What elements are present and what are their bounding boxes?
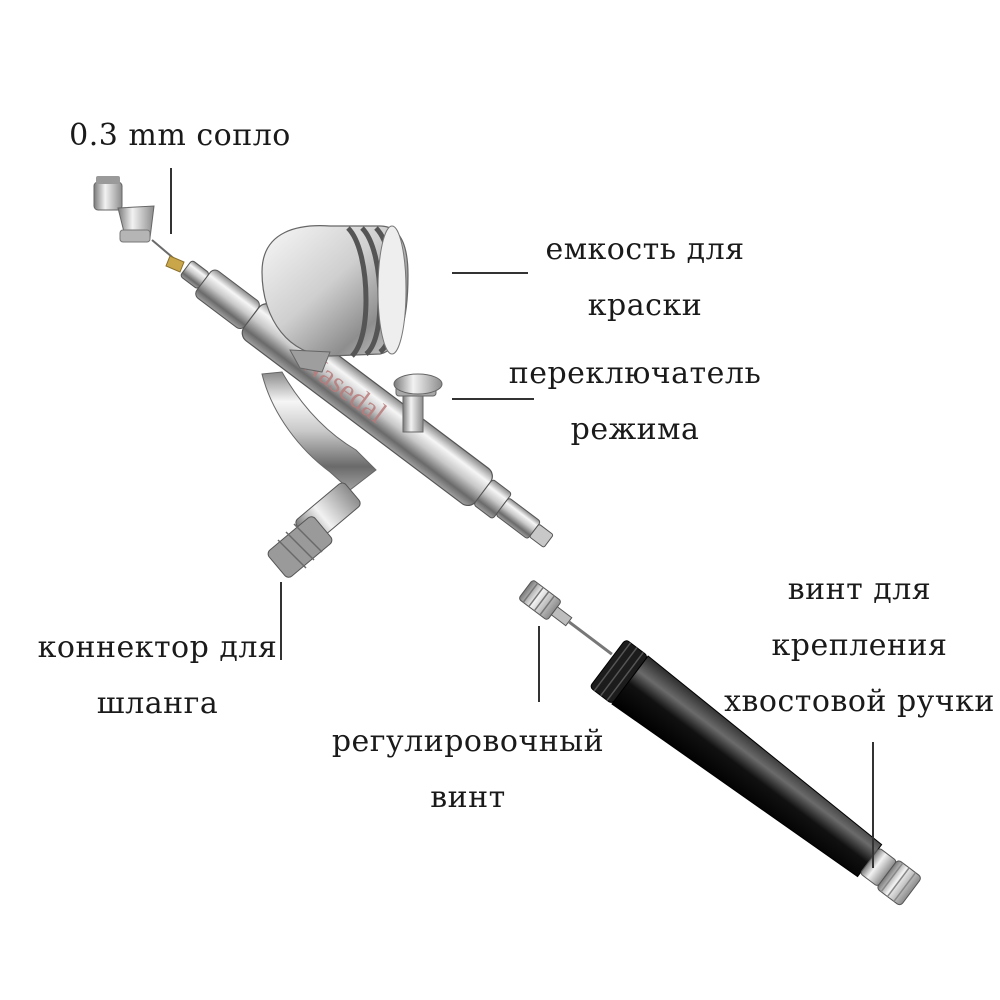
- label-mode-switch-line-2: режима: [570, 412, 700, 447]
- leader-cup: [452, 272, 528, 274]
- leader-nozzle: [170, 168, 172, 234]
- label-tail-screw-line-3: хвостовой ручки: [724, 684, 995, 719]
- paint-cup: [261, 225, 409, 373]
- label-tail-screw-line-1: винт для: [787, 572, 932, 607]
- leader-tail-screw: [872, 742, 874, 868]
- label-adjust-screw-line-2: винт: [430, 780, 506, 815]
- label-nozzle-line-1: 0.3 mm сопло: [69, 118, 291, 153]
- nozzle-cap: [93, 176, 155, 243]
- label-tail-screw-line-2: крепления: [771, 628, 948, 663]
- label-mode-switch-line-1: переключатель: [508, 356, 762, 391]
- mode-switch: [393, 373, 443, 433]
- label-cup-line-1: емкость для: [545, 232, 745, 267]
- leader-adjust-screw: [538, 626, 540, 702]
- hose-connector: [261, 371, 377, 578]
- label-hose-connector-line-2: шланга: [96, 686, 219, 721]
- label-nozzle: 0.3 mm сопло: [60, 108, 300, 164]
- label-cup-line-2: краски: [587, 288, 703, 323]
- leader-mode-switch: [452, 398, 534, 400]
- leader-hose-connector: [280, 582, 282, 660]
- adjust-screw: [519, 580, 613, 656]
- tail-handle: [590, 640, 921, 906]
- label-tail-screw: винт для крепления хвостовой ручки: [722, 562, 997, 730]
- nozzle: [151, 239, 185, 273]
- label-adjust-screw-line-1: регулировочный: [331, 724, 605, 759]
- label-cup: емкость для краски: [530, 222, 760, 334]
- label-mode-switch: переключатель режима: [505, 346, 765, 458]
- label-hose-connector-line-1: коннектор для: [37, 630, 278, 665]
- label-hose-connector: коннектор для шланга: [30, 620, 285, 732]
- label-adjust-screw: регулировочный винт: [328, 714, 608, 826]
